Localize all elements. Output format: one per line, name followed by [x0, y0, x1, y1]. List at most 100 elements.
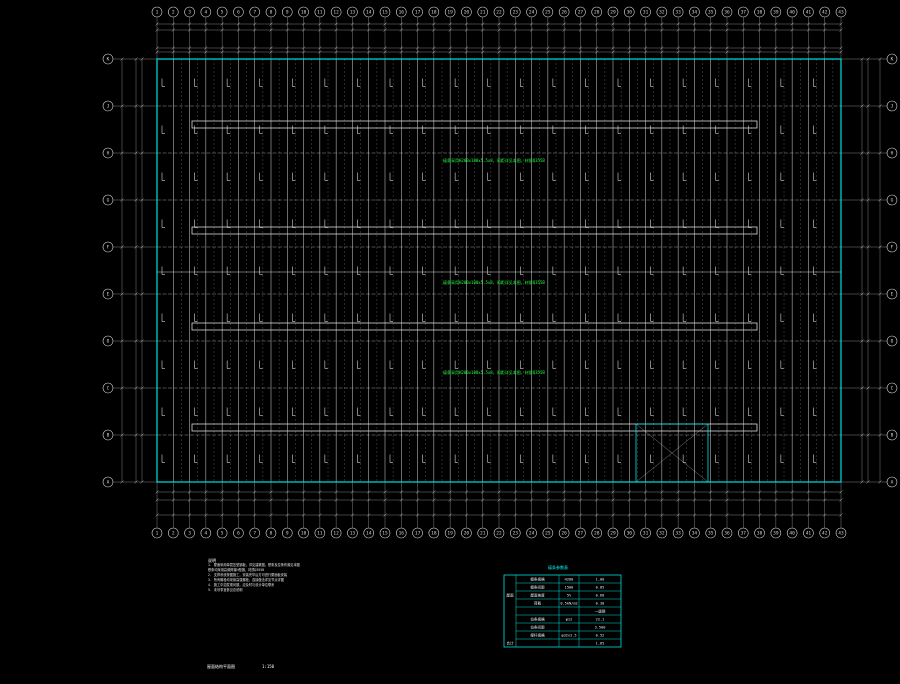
dimension-tick — [432, 28, 436, 32]
dimension-tick — [481, 28, 485, 32]
dimension-tick — [415, 490, 420, 494]
dimension-tick — [236, 46, 241, 50]
dimension-tick — [878, 433, 882, 437]
grid-number: 28 — [594, 531, 600, 537]
dimension-tick — [513, 498, 517, 502]
grid-number: 29 — [610, 10, 616, 16]
grid-number: 8 — [270, 10, 273, 16]
dimension-tick — [790, 498, 794, 502]
table-cell: 屋面坡度 — [530, 593, 545, 598]
dimension-tick — [253, 490, 257, 494]
dimension-tick — [140, 245, 144, 249]
dimension-tick — [627, 46, 631, 50]
dimension-tick — [334, 22, 338, 26]
dimension-tick — [790, 50, 794, 54]
grid-number: 41 — [806, 10, 812, 16]
dimension-tick — [367, 28, 371, 32]
dimension-tick — [774, 498, 778, 502]
table-cell: 0.85 — [596, 586, 605, 590]
note-line: 2. 支撑系统按图施工，安装完毕后方可进行屋面板安装 — [208, 573, 288, 577]
dimension-tick — [692, 50, 697, 54]
dimension-tick — [432, 22, 436, 26]
grid-number: 30 — [627, 531, 633, 537]
grid-number: 41 — [806, 531, 812, 537]
dimension-tick — [497, 513, 501, 517]
dimension-tick — [464, 513, 469, 517]
dimension-tick — [253, 498, 257, 502]
dimension-tick — [120, 292, 124, 296]
dimension-tick — [350, 46, 355, 50]
dimension-tick — [676, 50, 680, 54]
dimension-tick — [513, 50, 517, 54]
grid-number: 36 — [724, 531, 730, 537]
roof-beam — [191, 226, 758, 235]
dimension-tick — [839, 513, 843, 517]
dimension-tick — [448, 22, 452, 26]
dimension-tick — [464, 50, 469, 54]
grid-number: 15 — [382, 10, 388, 16]
dimension-tick — [866, 245, 870, 249]
dimension-tick — [171, 498, 175, 502]
dimension-tick — [546, 513, 550, 517]
grid-number: 19 — [447, 10, 453, 16]
dimension-tick — [171, 513, 175, 517]
dimension-tick — [866, 480, 870, 484]
dimension-tick — [432, 50, 436, 54]
dimension-tick — [611, 22, 615, 26]
roof-beams — [191, 120, 758, 483]
dimension-tick — [866, 433, 870, 437]
grid-number: 33 — [675, 531, 681, 537]
grid-number: 15 — [382, 531, 388, 537]
dimension-tick — [187, 513, 192, 517]
grid-number: 9 — [286, 10, 289, 16]
grid-letter: C — [891, 386, 894, 392]
grid-number: 13 — [350, 10, 356, 16]
dimension-tick — [741, 46, 745, 50]
dimension-tick — [415, 50, 420, 54]
dimension-tick — [741, 498, 745, 502]
dimension-tick — [140, 480, 144, 484]
dimension-tick — [611, 46, 615, 50]
grid-number: 43 — [838, 531, 844, 537]
dimension-tick — [595, 28, 599, 32]
dimension-tick — [432, 490, 436, 494]
table-cell: H200 — [565, 578, 574, 582]
dimension-tick — [774, 50, 778, 54]
dimension-tick — [187, 28, 192, 32]
grid-number: 38 — [757, 531, 763, 537]
dimension-tick — [562, 513, 566, 517]
dimension-tick — [120, 198, 124, 202]
dimension-tick — [399, 490, 403, 494]
dimension-tick — [187, 498, 192, 502]
dimension-tick — [155, 46, 159, 50]
dimension-tick — [611, 498, 615, 502]
dimension-tick — [140, 386, 144, 390]
dimension-tick — [350, 513, 355, 517]
dimension-tick — [643, 490, 648, 494]
grid-number: 20 — [464, 531, 470, 537]
dimension-tick — [878, 104, 882, 108]
grid-number: 18 — [431, 10, 437, 16]
dimension-tick — [627, 490, 631, 494]
dimension-tick — [448, 28, 452, 32]
grid-number: 32 — [659, 531, 665, 537]
dimension-tick — [236, 50, 241, 54]
dimension-tick — [334, 46, 338, 50]
dimension-tick — [676, 22, 680, 26]
dimension-tick — [383, 46, 387, 50]
note-line: 4. 施工中如发现问题，应及时与设计单位联系 — [208, 583, 275, 587]
dimension-tick — [839, 498, 843, 502]
dimension-tick — [285, 46, 289, 50]
dimension-tick — [578, 490, 583, 494]
grid-number: 19 — [447, 531, 453, 537]
grid-letter: H — [891, 151, 894, 157]
dimension-tick — [134, 480, 138, 484]
dimension-tick — [253, 28, 257, 32]
dimension-tick — [318, 46, 322, 50]
dimension-tick — [140, 339, 144, 343]
grid-letter: G — [107, 198, 110, 204]
grid-number: 22 — [496, 531, 502, 537]
dimension-tick — [595, 498, 599, 502]
dimension-tick — [140, 104, 144, 108]
